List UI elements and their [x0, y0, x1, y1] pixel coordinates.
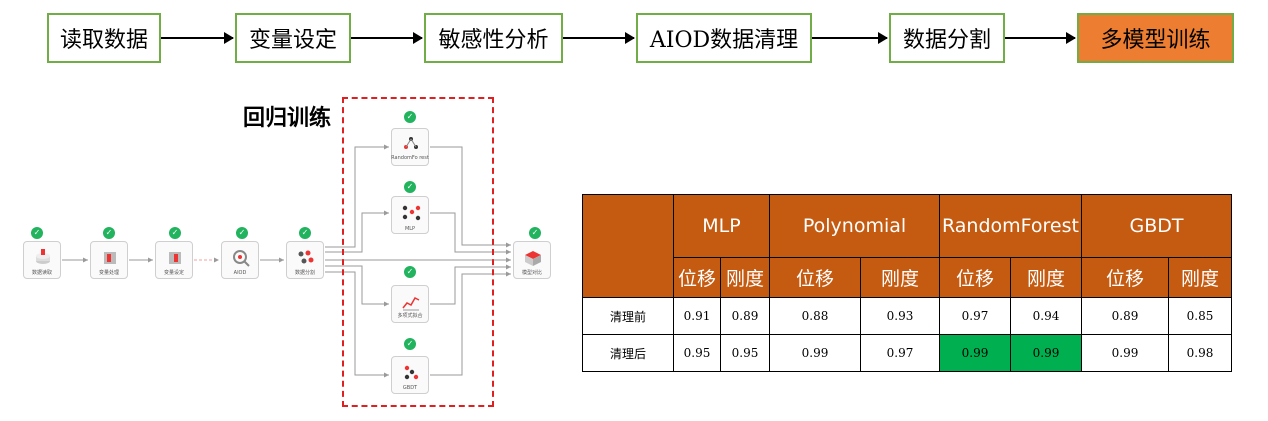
magnifier-icon [233, 250, 250, 267]
chart-icon [402, 297, 420, 311]
arrow-1 [161, 32, 234, 44]
node-gbdt[interactable] [391, 356, 429, 394]
metric-header: 刚度 [720, 257, 770, 298]
step-read-data: 读取数据 [47, 13, 161, 63]
scatter-icon [298, 250, 314, 264]
step-sensitivity-analysis: 敏感性分析 [424, 13, 563, 63]
node-polynomial-fit[interactable] [391, 285, 429, 323]
check-icon: ✓ [404, 266, 416, 278]
node-model-compare[interactable] [513, 241, 551, 279]
workflow-connectors [62, 144, 511, 378]
table-corner [582, 194, 674, 298]
box-icon [525, 251, 541, 266]
node-label: RandomFo rest [391, 155, 429, 161]
table-cell: 0.98 [1168, 334, 1232, 372]
database-icon [36, 249, 50, 264]
node-randomforest[interactable] [391, 128, 429, 166]
table-cell: 0.89 [720, 297, 770, 335]
check-icon: ✓ [236, 227, 248, 239]
node-variable-processing[interactable] [90, 241, 128, 279]
node-label: 模型对比 [521, 270, 542, 276]
row-label: 清理前 [582, 297, 674, 335]
cube-icon [169, 252, 181, 264]
node-label: 数据读取 [31, 270, 52, 276]
table-row: 清理后 0.95 0.95 0.99 0.97 0.99 0.99 0.99 0… [582, 334, 1232, 372]
metric-header: 位移 [939, 257, 1011, 298]
table-cell: 0.95 [673, 334, 721, 372]
node-mlp[interactable] [391, 196, 429, 234]
check-icon: ✓ [404, 181, 416, 193]
model-header-randomforest: RandomForest [939, 194, 1082, 258]
table-cell: 0.91 [673, 297, 721, 335]
check-icon: ✓ [404, 111, 416, 123]
step-data-split: 数据分割 [889, 13, 1005, 63]
node-data-split[interactable] [286, 241, 324, 279]
node-data-read[interactable] [23, 241, 61, 279]
dots-icon [404, 365, 419, 380]
metric-header: 位移 [769, 257, 861, 298]
node-label: MLP [404, 226, 416, 232]
metric-header: 刚度 [1010, 257, 1082, 298]
table-cell: 0.99 [769, 334, 861, 372]
table-cell: 0.89 [1081, 297, 1169, 335]
check-icon: ✓ [31, 227, 43, 239]
tree-icon [404, 137, 418, 149]
model-header-polynomial: Polynomial [769, 194, 940, 258]
model-header-mlp: MLP [673, 194, 770, 258]
network-icon [402, 205, 421, 221]
table-cell-highlight: 0.99 [939, 334, 1011, 372]
node-variable-setting[interactable] [155, 241, 193, 279]
table-cell: 0.94 [1010, 297, 1082, 335]
node-label: 多项式拟合 [397, 313, 423, 319]
check-icon: ✓ [404, 338, 416, 350]
table-cell-highlight: 0.99 [1010, 334, 1082, 372]
check-icon: ✓ [169, 227, 181, 239]
check-icon: ✓ [299, 227, 311, 239]
arrow-5 [1005, 32, 1076, 44]
node-label: 变量处理 [98, 270, 119, 276]
metric-header: 位移 [673, 257, 721, 298]
step-aiod-cleaning: AIOD数据清理 [636, 13, 812, 63]
step-variable-setting: 变量设定 [235, 13, 351, 63]
table-cell: 0.97 [939, 297, 1011, 335]
model-header-gbdt: GBDT [1081, 194, 1232, 258]
arrow-2 [351, 32, 423, 44]
step-multi-model-training: 多模型训练 [1077, 13, 1234, 63]
check-icon: ✓ [529, 227, 541, 239]
table-cell: 0.93 [860, 297, 940, 335]
results-table: MLP Polynomial RandomForest GBDT 位移 刚度 位… [582, 194, 1232, 372]
node-label: AIOD [233, 270, 247, 276]
table-row: 清理前 0.91 0.89 0.88 0.93 0.97 0.94 0.89 0… [582, 297, 1232, 335]
table-cell: 0.95 [720, 334, 770, 372]
node-label: 数据分割 [294, 270, 315, 276]
table-cell: 0.85 [1168, 297, 1232, 335]
section-title: 回归训练 [243, 106, 332, 131]
table-cell: 0.97 [860, 334, 940, 372]
arrow-4 [812, 32, 888, 44]
metric-header: 刚度 [1168, 257, 1232, 298]
table-cell: 0.88 [769, 297, 861, 335]
node-aiod[interactable] [221, 241, 259, 279]
table-cell: 0.99 [1081, 334, 1169, 372]
check-icon: ✓ [103, 227, 115, 239]
node-label: 变量设定 [163, 270, 184, 276]
metric-header: 位移 [1081, 257, 1169, 298]
arrow-3 [563, 32, 635, 44]
row-label: 清理后 [582, 334, 674, 372]
cube-icon [104, 252, 116, 264]
metric-header: 刚度 [860, 257, 940, 298]
node-label: GBDT [402, 385, 418, 391]
regression-training-box [342, 97, 494, 407]
